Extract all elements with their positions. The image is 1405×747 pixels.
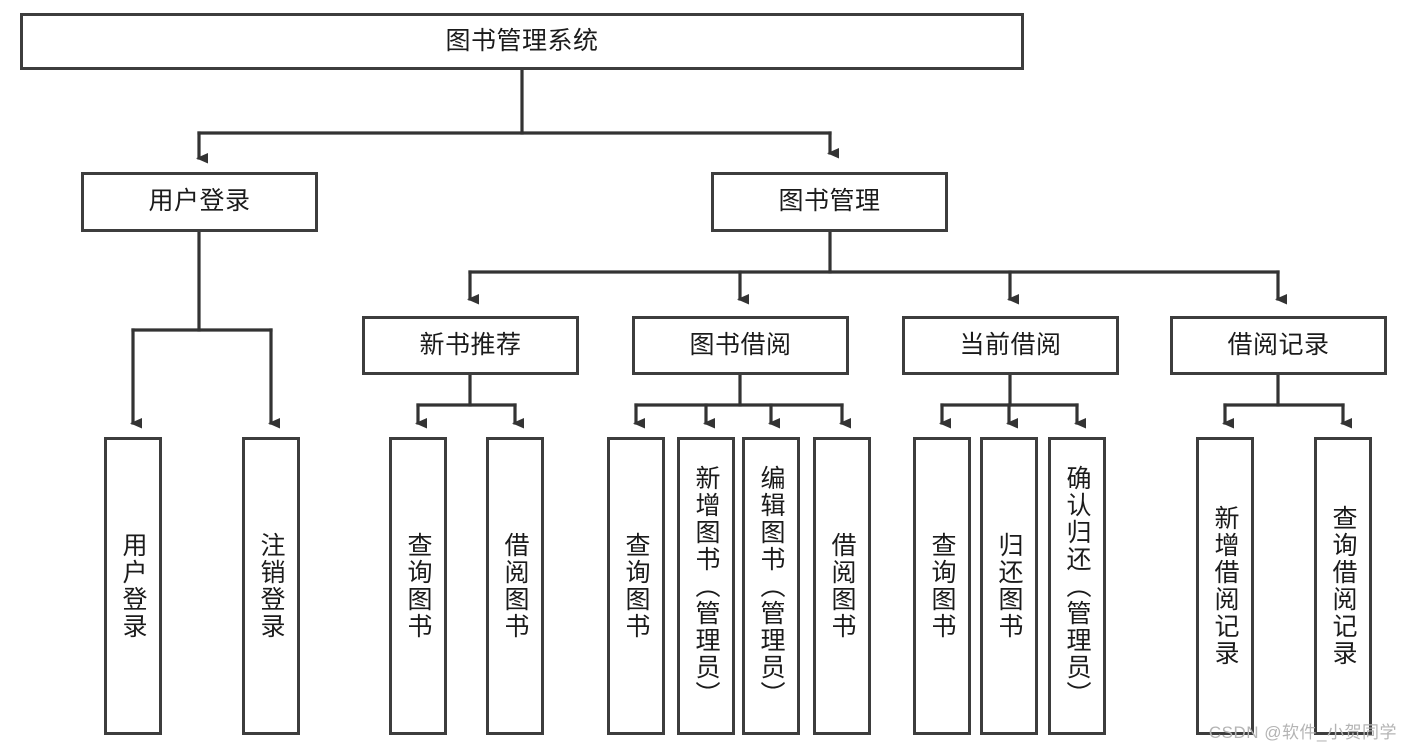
node-label: 用户登录 [148,187,251,216]
leaf-current-confirm-return-admin[interactable]: 确认归还（管理员） [1048,437,1106,735]
node-label: 归还图书 [995,532,1023,640]
leaf-borrow-query-book[interactable]: 查询图书 [607,437,665,735]
leaf-new-book-borrow-book[interactable]: 借阅图书 [486,437,544,735]
node-label: 图书管理 [778,187,881,216]
leaf-new-book-query-book[interactable]: 查询图书 [389,437,447,735]
node-book-borrowing[interactable]: 图书借阅 [632,316,849,375]
node-label: 查询图书 [928,532,956,640]
node-label: 查询图书 [404,532,432,640]
node-new-book-recommendation[interactable]: 新书推荐 [362,316,579,375]
node-label: 确认归还（管理员） [1063,464,1091,708]
node-book-management[interactable]: 图书管理 [711,172,948,232]
leaf-record-query-record[interactable]: 查询借阅记录 [1314,437,1372,735]
node-current-borrowing[interactable]: 当前借阅 [902,316,1119,375]
node-user-login[interactable]: 用户登录 [81,172,318,232]
node-label: 新增图书（管理员） [692,464,720,708]
leaf-borrow-edit-book-admin[interactable]: 编辑图书（管理员） [742,437,800,735]
node-label: 用户登录 [119,532,147,640]
node-label: 借阅图书 [501,532,529,640]
node-label: 图书借阅 [689,330,792,359]
leaf-user-login-login[interactable]: 用户登录 [104,437,162,735]
node-label: 借阅图书 [828,532,856,640]
leaf-borrow-add-book-admin[interactable]: 新增图书（管理员） [677,437,735,735]
node-borrowing-record[interactable]: 借阅记录 [1170,316,1387,375]
node-root-book-management-system[interactable]: 图书管理系统 [20,13,1024,70]
node-label: 新增借阅记录 [1211,505,1239,667]
watermark-text: CSDN @软件_小贺同学 [1208,723,1397,742]
node-label: 借阅记录 [1227,330,1330,359]
node-label: 图书管理系统 [445,26,599,55]
node-label: 查询借阅记录 [1329,505,1357,667]
node-label: 新书推荐 [419,330,522,359]
leaf-record-add-record[interactable]: 新增借阅记录 [1196,437,1254,735]
node-label: 查询图书 [622,532,650,640]
leaf-current-query-book[interactable]: 查询图书 [913,437,971,735]
leaf-borrow-borrow-book[interactable]: 借阅图书 [813,437,871,735]
node-label: 编辑图书（管理员） [757,464,785,708]
leaf-current-return-book[interactable]: 归还图书 [980,437,1038,735]
node-label: 注销登录 [257,532,285,640]
node-label: 当前借阅 [959,330,1062,359]
leaf-user-login-logout[interactable]: 注销登录 [242,437,300,735]
